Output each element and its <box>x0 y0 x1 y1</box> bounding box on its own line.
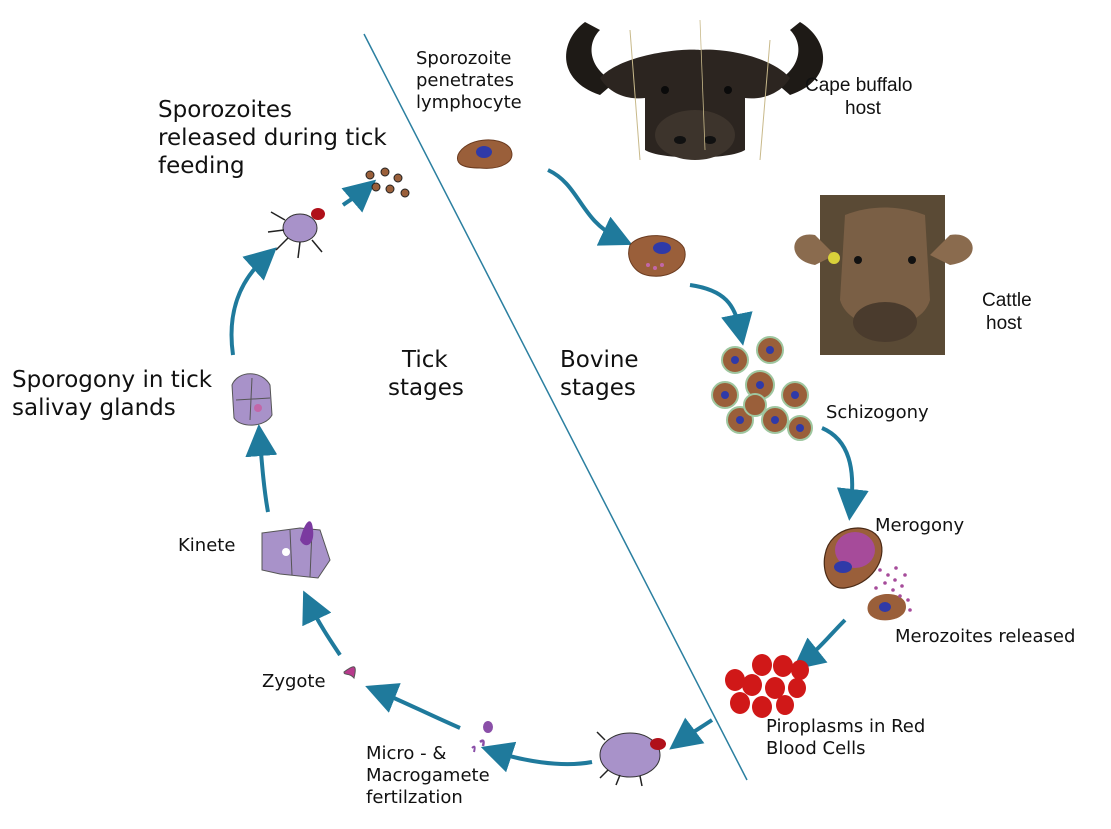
label-tick-stages: Tick stages <box>388 346 464 402</box>
adult-tick-icon <box>268 208 325 258</box>
arrow-rbc-to-tick <box>682 720 712 740</box>
merozoite-icon <box>868 566 912 620</box>
merogony-cell-icon <box>824 528 882 588</box>
infected-lymphocyte-icon <box>629 236 685 277</box>
arrow-merogony-to-rbc <box>805 620 845 660</box>
arrow-zygote-to-kinete <box>310 605 340 655</box>
arrow-lymphocyte-to-infected <box>548 170 618 238</box>
label-schizogony: Schizogony <box>826 402 929 424</box>
arrow-kinete-to-sporogony <box>260 440 268 512</box>
buffalo-image <box>566 20 823 160</box>
cattle-image <box>794 195 972 355</box>
label-sporogony: Sporogony in tick salivay glands <box>12 366 212 422</box>
label-merozoites-released: Merozoites released <box>895 626 1075 648</box>
arrow-schizogony-to-merogony <box>822 428 852 505</box>
arrow-infected-to-schizogony <box>690 285 740 330</box>
label-bovine-stages: Bovine stages <box>560 346 639 402</box>
label-gamete-fertilization: Micro - & Macrogamete fertilzation <box>366 743 490 809</box>
arrow-sporogony-to-tick <box>232 258 265 355</box>
salivary-gland-icon <box>232 374 272 425</box>
label-sporozoite-penetrates: Sporozoite penetrates lymphocyte <box>416 48 522 114</box>
schizont-cluster-icon <box>712 337 812 440</box>
zygote-icon <box>344 667 355 678</box>
arrow-tick-to-gametes <box>496 752 592 764</box>
engorged-tick-icon <box>597 732 666 786</box>
label-cape-buffalo-host: Cape buffalo host <box>805 75 912 121</box>
arrow-gametes-to-zygote <box>380 692 460 728</box>
label-sporozoites-released: Sporozoites released during tick feeding <box>158 96 387 180</box>
lymphocyte-icon <box>457 140 511 168</box>
kinete-gut-cells-icon <box>262 521 330 578</box>
label-merogony: Merogony <box>875 515 964 537</box>
label-cattle-host: Cattle host <box>982 290 1032 336</box>
label-kinete: Kinete <box>178 535 235 557</box>
label-piroplasms: Piroplasms in Red Blood Cells <box>766 716 925 760</box>
arrow-tick-to-sporozoites <box>343 190 364 205</box>
red-blood-cells-icon <box>725 654 809 718</box>
label-zygote: Zygote <box>262 671 326 693</box>
